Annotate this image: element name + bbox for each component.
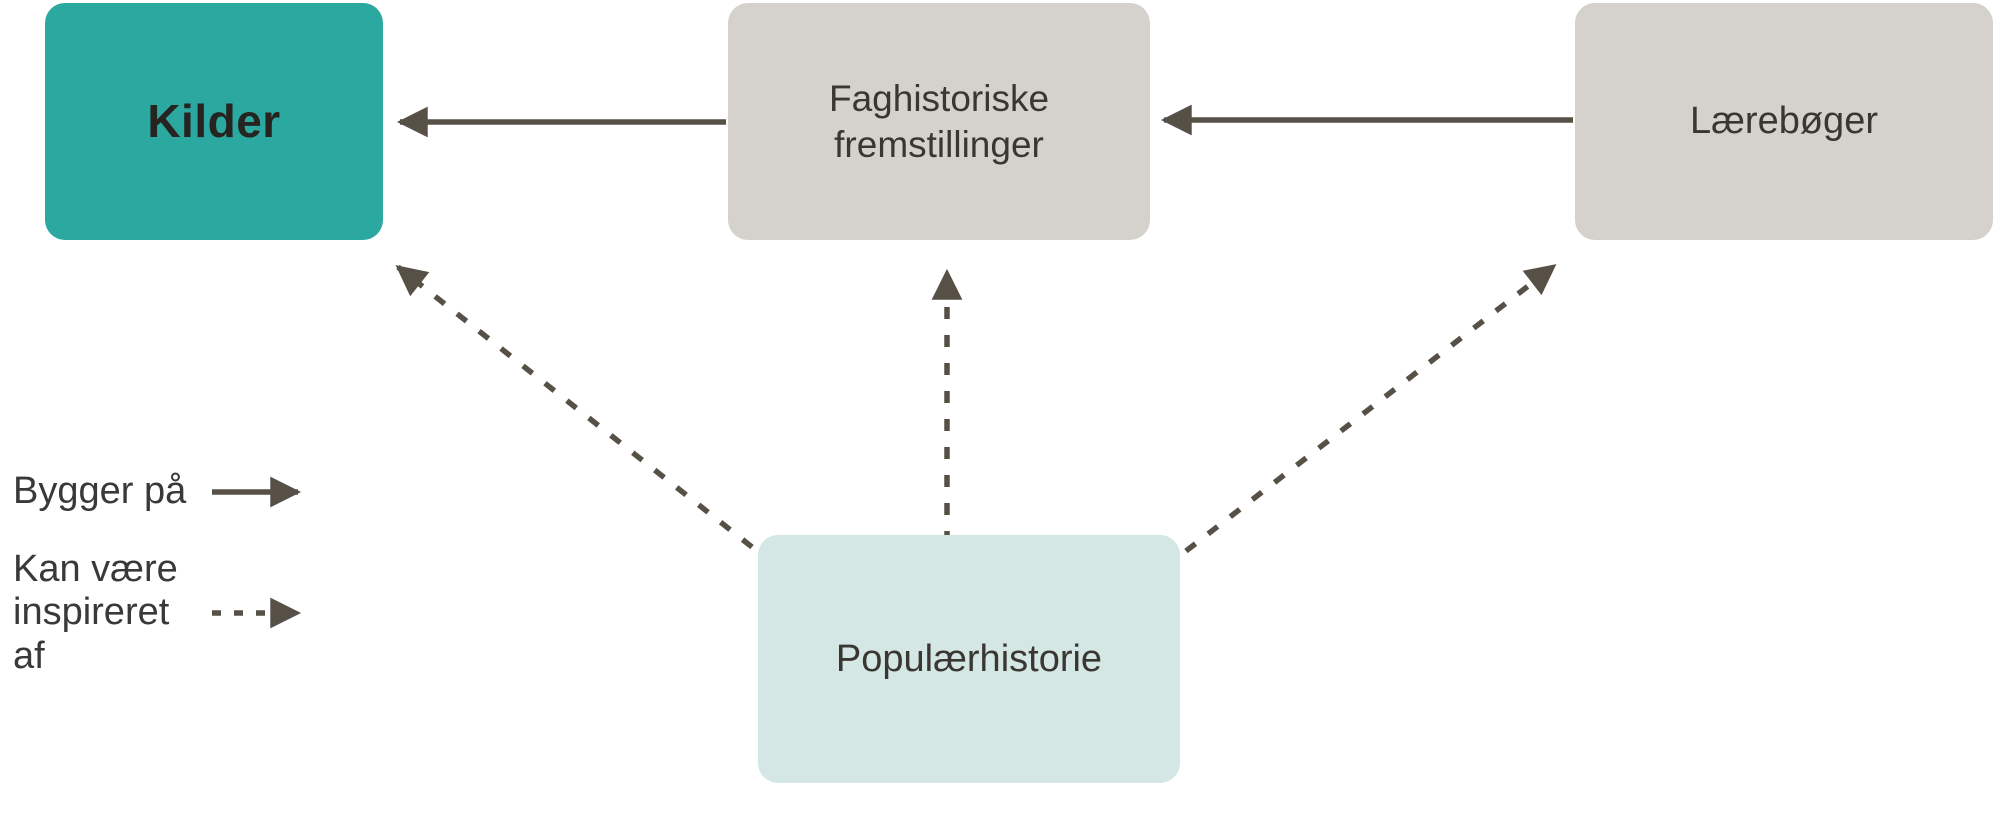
node-populaerhistorie-label: Populærhistorie <box>835 637 1103 680</box>
node-faghistoriske-label: Faghistoriske fremstillinger <box>828 78 1050 165</box>
node-laereboger: Lærebøger <box>1575 3 1993 240</box>
legend-row-solid: Bygger på <box>13 470 373 514</box>
node-laereboger-label: Lærebøger <box>1690 100 1878 143</box>
node-kilder: Kilder <box>45 3 383 240</box>
legend: Bygger på Kan være inspireret af <box>13 470 373 679</box>
solid-arrow-icon <box>212 476 302 508</box>
node-faghistoriske-fremstillinger: Faghistoriske fremstillinger <box>728 3 1150 240</box>
legend-row-dashed: Kan være inspireret af <box>13 548 373 679</box>
node-kilder-label: Kilder <box>147 95 281 148</box>
node-populaerhistorie: Populærhistorie <box>758 535 1180 783</box>
dashed-arrow-icon <box>212 597 302 629</box>
legend-dashed-label: Kan være inspireret af <box>13 547 178 678</box>
legend-solid-label: Bygger på <box>13 470 187 512</box>
edge-populaerhistorie-to-kilder <box>395 264 754 550</box>
edge-populaerhistorie-to-laereboger <box>1184 263 1557 554</box>
